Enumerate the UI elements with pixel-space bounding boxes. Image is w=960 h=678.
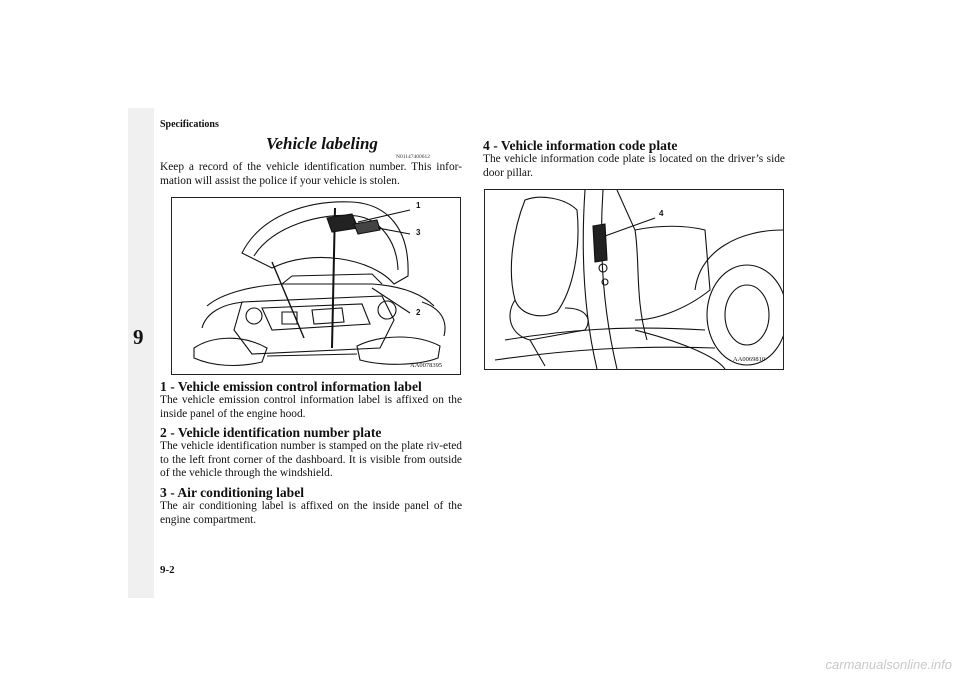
page-title: Vehicle labeling	[266, 134, 378, 153]
figure-id: AA0078395	[410, 362, 443, 369]
section-heading-code-plate: 4 - Vehicle information code plate	[483, 138, 678, 153]
engine-hood-illustration	[193, 201, 446, 366]
section-text-ac-label: The air conditioning label is affixed on…	[160, 500, 462, 526]
watermark: carmanualsonline.info	[825, 657, 952, 672]
section-text-code-plate: The vehicle information code plate is lo…	[483, 153, 785, 179]
section-heading-ac-label: 3 - Air conditioning label	[160, 485, 305, 500]
engine-hood-figure: 1 3 2 AA0078395	[171, 197, 461, 375]
door-pillar-figure: 4 AA0069810	[484, 189, 784, 370]
section-heading-vin-plate: 2 - Vehicle identification number plate	[160, 425, 382, 440]
figure-id: AA0069810	[733, 356, 766, 363]
intro-paragraph: Keep a record of the vehicle identificat…	[160, 161, 462, 187]
callout-2: 2	[416, 308, 421, 317]
section-heading-emission-label: 1 - Vehicle emission control information…	[160, 379, 422, 394]
running-header: Specifications	[160, 119, 219, 130]
callout-1: 1	[416, 201, 421, 210]
page-number: 9-2	[160, 564, 175, 576]
chapter-side-tab	[128, 108, 154, 598]
section-text-vin-plate: The vehicle identification number is sta…	[160, 440, 462, 480]
section-text-emission-label: The vehicle emission control information…	[160, 394, 462, 420]
callout-4: 4	[659, 209, 664, 218]
document-code: N01147400612	[396, 154, 431, 160]
callout-3: 3	[416, 228, 421, 237]
chapter-number: 9	[133, 325, 144, 349]
door-pillar-illustration	[494, 190, 783, 369]
